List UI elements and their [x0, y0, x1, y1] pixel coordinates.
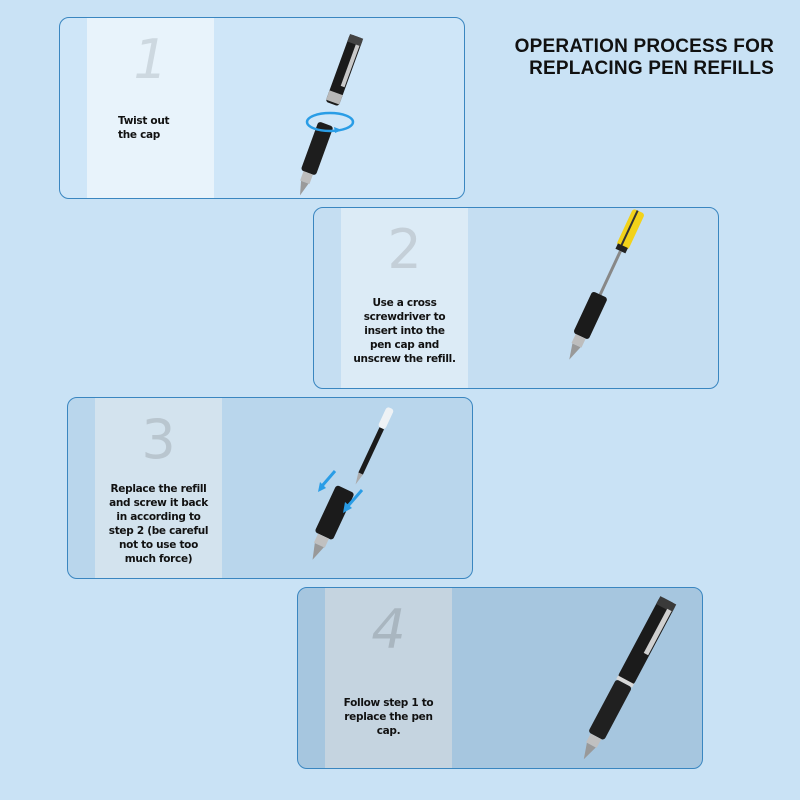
screwdriver-in-pen-icon	[468, 208, 718, 388]
step-description: Twist out the cap	[118, 115, 170, 141]
step-number: 1	[133, 28, 168, 91]
step-1-text-panel: 1 Twist out the cap	[87, 18, 214, 198]
step-number: 4	[371, 598, 406, 661]
page-title: OPERATION PROCESS FOR REPLACING PEN REFI…	[515, 36, 774, 80]
step-card-3: 3 Replace the refill and screw it back i…	[67, 397, 473, 579]
step-card-4: 4 Follow step 1 to replace the pen cap.	[297, 587, 703, 769]
step-4-text-panel: 4 Follow step 1 to replace the pen cap.	[325, 588, 452, 768]
step-number: 3	[141, 408, 176, 471]
step-3-text-panel: 3 Replace the refill and screw it back i…	[95, 398, 222, 578]
step-card-1: 1 Twist out the cap	[59, 17, 465, 199]
step-description: Replace the refill and screw it back in …	[108, 483, 209, 565]
refill-insert-icon	[222, 398, 472, 578]
step-number: 2	[387, 218, 422, 281]
title-line-2: REPLACING PEN REFILLS	[529, 58, 774, 79]
title-line-1: OPERATION PROCESS FOR	[514, 36, 774, 57]
pen-twist-cap-icon	[214, 18, 464, 198]
step-card-2: 2 Use a cross screwdriver to insert into…	[313, 207, 719, 389]
step-description: Follow step 1 to replace the pen cap.	[343, 697, 434, 737]
step-2-text-panel: 2 Use a cross screwdriver to insert into…	[341, 208, 468, 388]
assembled-pen-icon	[452, 588, 702, 768]
step-description: Use a cross screwdriver to insert into t…	[353, 297, 456, 365]
